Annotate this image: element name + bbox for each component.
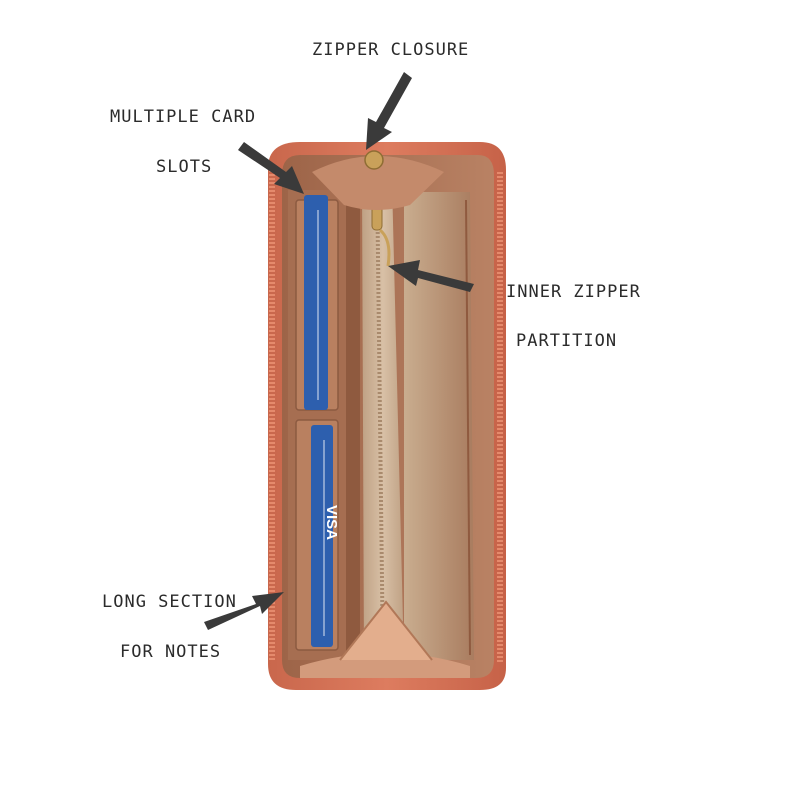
label-card-slots-line2: SLOTS bbox=[156, 157, 213, 177]
top-gusset bbox=[312, 156, 444, 210]
label-long-section-line2: FOR NOTES bbox=[120, 642, 222, 662]
inner-zipper bbox=[375, 175, 385, 663]
label-long-section-line1: LONG SECTION bbox=[102, 592, 237, 612]
label-zipper-closure: ZIPPER CLOSURE bbox=[312, 40, 470, 60]
arrow-inner-zipper bbox=[388, 260, 474, 292]
label-inner-zipper-line1: INNER ZIPPER bbox=[506, 282, 641, 302]
card-upper bbox=[304, 195, 328, 410]
label-inner-zipper-line2: PARTITION bbox=[516, 331, 618, 351]
notes-section bbox=[346, 200, 360, 660]
arrow-long-section bbox=[204, 592, 284, 630]
zipper-top-stop bbox=[364, 150, 384, 170]
right-pocket bbox=[404, 192, 474, 660]
inner-partition bbox=[362, 175, 404, 662]
arrow-zipper-closure bbox=[366, 72, 412, 150]
card-brand-text: VISA bbox=[323, 505, 340, 540]
label-card-slots-line1: MULTIPLE CARD bbox=[110, 107, 257, 127]
card-lower bbox=[311, 425, 333, 647]
arrow-card-slots bbox=[238, 142, 304, 194]
